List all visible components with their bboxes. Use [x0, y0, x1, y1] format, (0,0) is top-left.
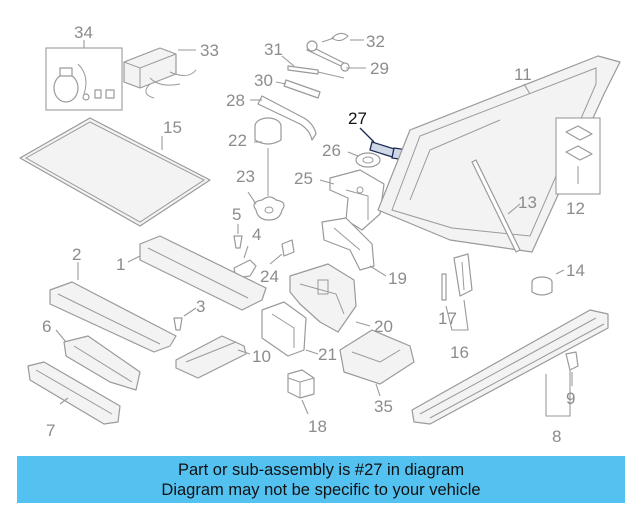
- callout-10: 10: [252, 347, 271, 366]
- callout-11: 11: [514, 65, 532, 84]
- part-29-wrench: [306, 40, 366, 72]
- part-30-bar: [275, 79, 321, 99]
- part-20-lock: [289, 263, 371, 333]
- callout-30: 30: [254, 71, 273, 90]
- part-32-hook: [321, 32, 364, 43]
- callout-14: 14: [566, 261, 585, 280]
- part-21-bracket: [261, 301, 319, 357]
- callout-21: 21: [318, 345, 337, 364]
- callout-labels: 34 33 32 31 29 30 28 27 26 22 15 25 23 1…: [42, 23, 585, 446]
- callout-12: 12: [566, 199, 585, 218]
- part-2-trim-panel: [49, 262, 177, 353]
- callout-20: 20: [374, 317, 393, 336]
- part-12-pads: [555, 117, 601, 195]
- part-16-latch: [445, 253, 473, 331]
- callout-7: 7: [46, 421, 55, 440]
- callout-15: 15: [163, 118, 182, 137]
- callout-27: 27: [348, 109, 367, 128]
- part-7-panel: [27, 361, 121, 425]
- part-35-bracket: [339, 329, 415, 397]
- callout-32: 32: [366, 32, 385, 51]
- callout-1: 1: [116, 255, 125, 274]
- caption-line-2: Diagram may not be specific to your vehi…: [161, 481, 481, 499]
- callout-2: 2: [72, 245, 81, 264]
- callout-16: 16: [450, 343, 469, 362]
- callout-4: 4: [252, 225, 261, 244]
- callout-13: 13: [518, 193, 537, 212]
- part-23-wing-nut: [247, 191, 285, 221]
- part-34-kit: [45, 40, 123, 111]
- caption-banner: Part or sub-assembly is #27 in diagram D…: [17, 456, 625, 503]
- callout-23: 23: [236, 167, 255, 186]
- callout-3: 3: [196, 297, 205, 316]
- callout-22: 22: [228, 131, 247, 150]
- part-17-pin: [441, 273, 447, 301]
- part-15-floor-panel: [19, 117, 211, 227]
- part-3-screw: [173, 307, 197, 331]
- part-25-bracket: [319, 169, 385, 231]
- part-24-grommet: [269, 239, 295, 265]
- part-10-panel: [175, 335, 251, 379]
- part-13-strut: [471, 159, 521, 253]
- part-4-clip: [233, 245, 257, 279]
- part-26-nut: [347, 151, 381, 168]
- part-6-panel: [55, 329, 141, 391]
- part-31-screwdriver: [281, 55, 345, 79]
- callout-6: 6: [42, 317, 51, 336]
- callout-25: 25: [294, 169, 313, 188]
- callout-8: 8: [552, 427, 561, 446]
- part-33-compressor: [123, 47, 197, 99]
- callout-28: 28: [226, 91, 245, 110]
- callout-19: 19: [388, 269, 407, 288]
- callout-18: 18: [308, 417, 327, 436]
- callout-35: 35: [374, 397, 393, 416]
- part-18-switch: [287, 369, 315, 415]
- part-9-clip: [565, 351, 579, 386]
- part-8-bumper: [411, 309, 609, 425]
- part-1-trim-panel: [127, 235, 267, 311]
- part-14-bumper-stop: [531, 269, 565, 296]
- part-28-tow-hook: [250, 95, 317, 141]
- part-11-trunk-lid: [377, 55, 621, 253]
- callout-33: 33: [200, 41, 219, 60]
- part-22-jack-screw: [254, 117, 282, 196]
- caption-line-1: Part or sub-assembly is #27 in diagram: [177, 461, 465, 479]
- callout-17: 17: [438, 309, 457, 328]
- parts-diagram: 34 33 32 31 29 30 28 27 26 22 15 25 23 1…: [19, 23, 621, 446]
- callout-34: 34: [74, 23, 93, 42]
- callout-31: 31: [264, 40, 283, 59]
- callout-24: 24: [260, 267, 279, 286]
- callout-9: 9: [566, 389, 575, 408]
- callout-26: 26: [322, 141, 341, 160]
- part-5-bolt: [233, 224, 243, 249]
- callout-29: 29: [370, 59, 389, 78]
- part-19-hinge: [321, 217, 387, 277]
- callout-5: 5: [232, 205, 241, 224]
